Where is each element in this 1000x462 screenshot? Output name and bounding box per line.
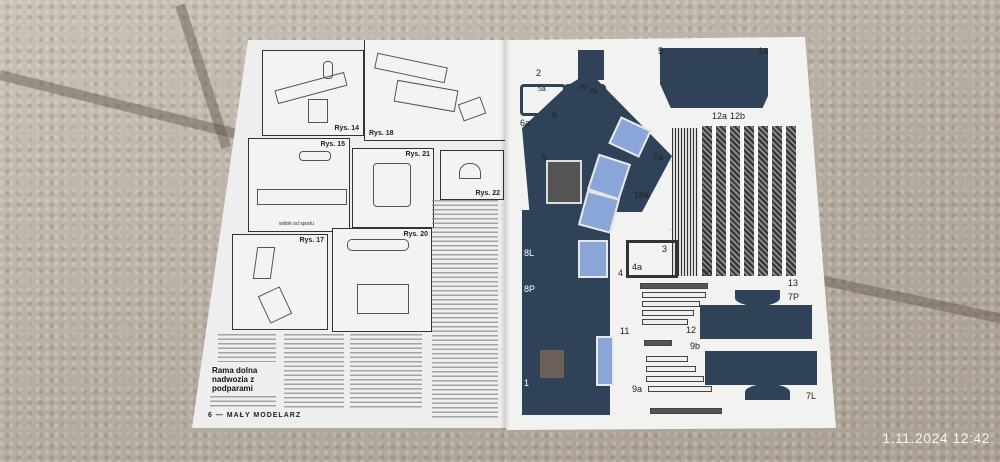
- figure-rys-18: Rys. 18: [364, 40, 505, 141]
- part-13-track: [700, 126, 712, 276]
- window: [596, 336, 614, 386]
- part-12-bar: [644, 340, 672, 346]
- part-label: 7L: [806, 391, 817, 401]
- part-13-track: [756, 126, 768, 276]
- part-label: 12b: [730, 111, 746, 121]
- figure-rys-22: Rys. 22: [440, 150, 504, 200]
- sketch-frame: [374, 52, 448, 84]
- sketch-frame: [393, 79, 459, 113]
- sketch-part: [257, 286, 293, 324]
- part-12-bar: [648, 386, 712, 392]
- part-label: 2: [536, 68, 542, 78]
- part-label: 11: [620, 326, 630, 336]
- part-1a: [660, 48, 768, 108]
- part-label: 1: [524, 378, 530, 388]
- part-13-track: [784, 126, 796, 276]
- part-13-track: [714, 126, 726, 276]
- sketch-part: [373, 163, 411, 207]
- figure-caption: widok od spodu: [279, 221, 314, 227]
- sketch-part: [252, 247, 276, 279]
- photo-panel: [546, 160, 582, 204]
- part-label: 5a: [538, 86, 546, 93]
- part-3-box: [626, 240, 678, 278]
- part-12-bar: [646, 356, 688, 362]
- part-7p-cap: [735, 290, 780, 306]
- part-12-bar: [642, 319, 688, 325]
- part-label: 9a: [632, 384, 643, 394]
- part-label: 5: [658, 46, 664, 56]
- sketch-frame: [357, 284, 409, 314]
- part-label: 8L: [524, 248, 535, 258]
- sketch-part: [459, 163, 481, 179]
- figure-rys-14: Rys. 14: [262, 50, 364, 136]
- sketch-part: [323, 61, 333, 79]
- part-12-bar: [640, 283, 708, 289]
- sketch-part: [299, 151, 331, 161]
- part-7l-cap: [745, 384, 790, 400]
- page-footer: 6 — MAŁY MODELARZ: [208, 412, 302, 419]
- figure-label: Rys. 21: [405, 151, 430, 158]
- photo-timestamp: 1.11.2024 12:42: [882, 430, 990, 446]
- part-label: 7P: [788, 292, 800, 302]
- part-12-bar: [646, 366, 696, 372]
- part-label: 9: [542, 153, 548, 163]
- text-column: [284, 334, 344, 408]
- part-label: 18a: [634, 190, 650, 200]
- text-column: [210, 396, 276, 409]
- sketch-part: [347, 239, 409, 251]
- part-label: 1a: [758, 46, 769, 56]
- figure-label: Rys. 18: [369, 130, 394, 137]
- figure-label: Rys. 22: [475, 190, 500, 197]
- part-12-bar: [646, 376, 704, 382]
- part-13-track: [742, 126, 754, 276]
- part-12-bar: [650, 408, 722, 414]
- figure-label: Rys. 20: [403, 231, 428, 238]
- part-12-bar: [642, 301, 700, 307]
- part-label: 8a: [590, 88, 598, 95]
- figure-label: Rys. 15: [320, 141, 345, 148]
- part-label: 3: [662, 244, 668, 254]
- part-label: 6a: [520, 118, 531, 128]
- part-12-bar: [642, 292, 706, 298]
- window: [578, 240, 608, 278]
- figure-rys-17: Rys. 17: [232, 234, 328, 330]
- page-gutter: [500, 40, 510, 430]
- figure-rys-20: Rys. 20: [332, 228, 432, 332]
- text-column: [432, 200, 498, 420]
- figure-label: Rys. 14: [334, 125, 359, 132]
- text-column: [350, 334, 422, 408]
- sketch-frame: [257, 189, 347, 205]
- sketch-box: [308, 99, 328, 123]
- figure-rys-15: widok od spodu Rys. 15: [248, 138, 350, 232]
- part-13-track: [770, 126, 782, 276]
- part-7p: [700, 305, 812, 339]
- part-label: 12a: [712, 111, 728, 121]
- sketch-part: [457, 96, 487, 122]
- part-label: 13: [788, 278, 799, 288]
- part-label: 4a: [632, 262, 643, 272]
- part-label: 4: [618, 268, 624, 278]
- part-label: 12: [686, 325, 697, 335]
- part-12-bar: [642, 310, 694, 316]
- part-label: 8P: [524, 284, 536, 294]
- grille-panel: [540, 350, 564, 378]
- part-label: 9b: [690, 341, 701, 351]
- figure-rys-21: Rys. 21: [352, 148, 434, 228]
- part-13-track: [728, 126, 740, 276]
- part-label: 8c: [580, 84, 588, 91]
- part-label: 6: [552, 110, 558, 120]
- part-label: 9d: [702, 268, 713, 278]
- text-column: [218, 334, 276, 362]
- figure-label: Rys. 17: [299, 237, 324, 244]
- part-7l: [705, 351, 817, 385]
- section-heading: Rama dolna nadwozia z podparami: [212, 366, 258, 393]
- part-label: 7a: [653, 152, 664, 162]
